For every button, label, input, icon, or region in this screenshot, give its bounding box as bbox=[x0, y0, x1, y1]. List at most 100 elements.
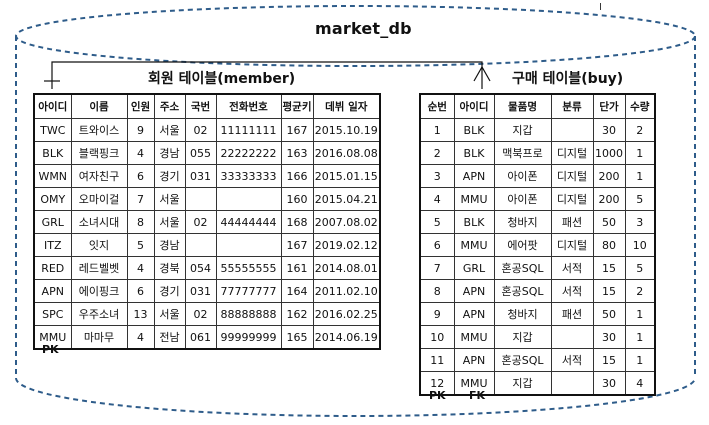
buy-table-cell: 9 bbox=[419, 302, 455, 326]
member-table-cell: 8 bbox=[126, 210, 155, 234]
buy-table-cell: 에어팟 bbox=[493, 233, 552, 257]
member-table-cell: 서울 bbox=[153, 210, 186, 234]
buy-table-cell: 5 bbox=[419, 210, 455, 234]
buy-table-cell: GRL bbox=[453, 256, 495, 280]
buy-table-cell: 3 bbox=[624, 210, 656, 234]
member-table-cell: 오마이걸 bbox=[70, 187, 128, 211]
member-table-cell: 2007.08.02 bbox=[312, 210, 381, 234]
buy-table-cell: 청바지 bbox=[493, 302, 552, 326]
member-table-cell: APN bbox=[33, 279, 72, 303]
buy-table-cell: 2 bbox=[624, 118, 656, 142]
member-table-cell bbox=[184, 187, 217, 211]
buy-table-cell: 혼공SQL bbox=[493, 279, 552, 303]
member-table-cell: 4 bbox=[126, 325, 155, 350]
buy-table-cell: MMU bbox=[453, 325, 495, 349]
database-name: market_db bbox=[315, 19, 412, 38]
member-table-cell: TWC bbox=[33, 118, 72, 142]
member-table-cell: 02 bbox=[184, 302, 217, 326]
member-column-header: 아이디 bbox=[33, 93, 72, 119]
member-table-cell: 167 bbox=[280, 233, 314, 257]
buy-table-cell: 5 bbox=[624, 256, 656, 280]
member-table-cell: 160 bbox=[280, 187, 314, 211]
member-table-cell: 레드벨벳 bbox=[70, 256, 128, 280]
member-table-cell: 잇지 bbox=[70, 233, 128, 257]
buy-column-header: 순번 bbox=[419, 93, 455, 119]
buy-table-cell: BLK bbox=[453, 210, 495, 234]
buy-table-cell: 1 bbox=[624, 164, 656, 188]
buy-column-header: 단가 bbox=[592, 93, 626, 119]
buy-fk-label: FK bbox=[469, 389, 486, 402]
buy-table-cell: 10 bbox=[624, 233, 656, 257]
member-table-cell: 마마무 bbox=[70, 325, 128, 350]
member-table-cell: 2015.01.15 bbox=[312, 164, 381, 188]
member-table-cell: 우주소녀 bbox=[70, 302, 128, 326]
buy-table-cell: APN bbox=[453, 348, 495, 372]
relationship-connector bbox=[44, 61, 491, 89]
member-table-cell: 5 bbox=[126, 233, 155, 257]
member-column-header: 인원 bbox=[126, 93, 155, 119]
buy-table-cell: 1 bbox=[419, 118, 455, 142]
member-table-cell: 7 bbox=[126, 187, 155, 211]
buy-table-cell bbox=[550, 325, 594, 349]
buy-table-cell: 디지털 bbox=[550, 164, 594, 188]
many-marker bbox=[473, 65, 491, 82]
member-table-cell: 22222222 bbox=[215, 141, 282, 165]
member-table-cell: 054 bbox=[184, 256, 217, 280]
buy-table-cell: 15 bbox=[592, 348, 626, 372]
member-table-cell: 6 bbox=[126, 164, 155, 188]
member-table-cell: 에이핑크 bbox=[70, 279, 128, 303]
member-table-cell: 44444444 bbox=[215, 210, 282, 234]
member-table-cell: 13 bbox=[126, 302, 155, 326]
member-table-cell: 061 bbox=[184, 325, 217, 350]
member-table-cell: 77777777 bbox=[215, 279, 282, 303]
buy-column-header: 수량 bbox=[624, 93, 656, 119]
buy-table-cell: MMU bbox=[453, 371, 495, 396]
buy-table-cell: BLK bbox=[453, 118, 495, 142]
buy-table-cell: 1 bbox=[624, 348, 656, 372]
member-table-cell: 88888888 bbox=[215, 302, 282, 326]
buy-table-cell: 맥북프로 bbox=[493, 141, 552, 165]
buy-table-cell: 30 bbox=[592, 118, 626, 142]
member-table-cell: 서울 bbox=[153, 118, 186, 142]
member-table-cell: 여자친구 bbox=[70, 164, 128, 188]
member-table-cell: 블랙핑크 bbox=[70, 141, 128, 165]
buy-table-cell: 4 bbox=[624, 371, 656, 396]
member-table-cell: 4 bbox=[126, 141, 155, 165]
member-table-cell: 161 bbox=[280, 256, 314, 280]
buy-column-header: 아이디 bbox=[453, 93, 495, 119]
member-table-cell: 33333333 bbox=[215, 164, 282, 188]
member-column-header: 주소 bbox=[153, 93, 186, 119]
member-table-cell: 55555555 bbox=[215, 256, 282, 280]
buy-table-cell: 디지털 bbox=[550, 187, 594, 211]
member-table-cell: BLK bbox=[33, 141, 72, 165]
buy-table-cell: 80 bbox=[592, 233, 626, 257]
member-table-cell: RED bbox=[33, 256, 72, 280]
member-table-cell: 소녀시대 bbox=[70, 210, 128, 234]
buy-table-cell bbox=[550, 371, 594, 396]
text-cursor-icon: I bbox=[599, 2, 602, 13]
buy-table-cell: 패션 bbox=[550, 302, 594, 326]
buy-table-cell: 1 bbox=[624, 302, 656, 326]
member-table-cell: SPC bbox=[33, 302, 72, 326]
buy-column-header: 분류 bbox=[550, 93, 594, 119]
buy-table-cell: 30 bbox=[592, 371, 626, 396]
buy-table-cell: 4 bbox=[419, 187, 455, 211]
buy-table-cell: 디지털 bbox=[550, 141, 594, 165]
buy-table-cell: 지갑 bbox=[493, 325, 552, 349]
buy-table-cell: 50 bbox=[592, 302, 626, 326]
buy-table-cell: 7 bbox=[419, 256, 455, 280]
member-table-cell: 경북 bbox=[153, 256, 186, 280]
member-table-cell: 2015.04.21 bbox=[312, 187, 381, 211]
buy-table-cell: 200 bbox=[592, 187, 626, 211]
member-table-cell: 031 bbox=[184, 279, 217, 303]
member-column-header: 국번 bbox=[184, 93, 217, 119]
member-table-cell: 서울 bbox=[153, 187, 186, 211]
buy-table-cell: MMU bbox=[453, 233, 495, 257]
buy-table-cell: BLK bbox=[453, 141, 495, 165]
